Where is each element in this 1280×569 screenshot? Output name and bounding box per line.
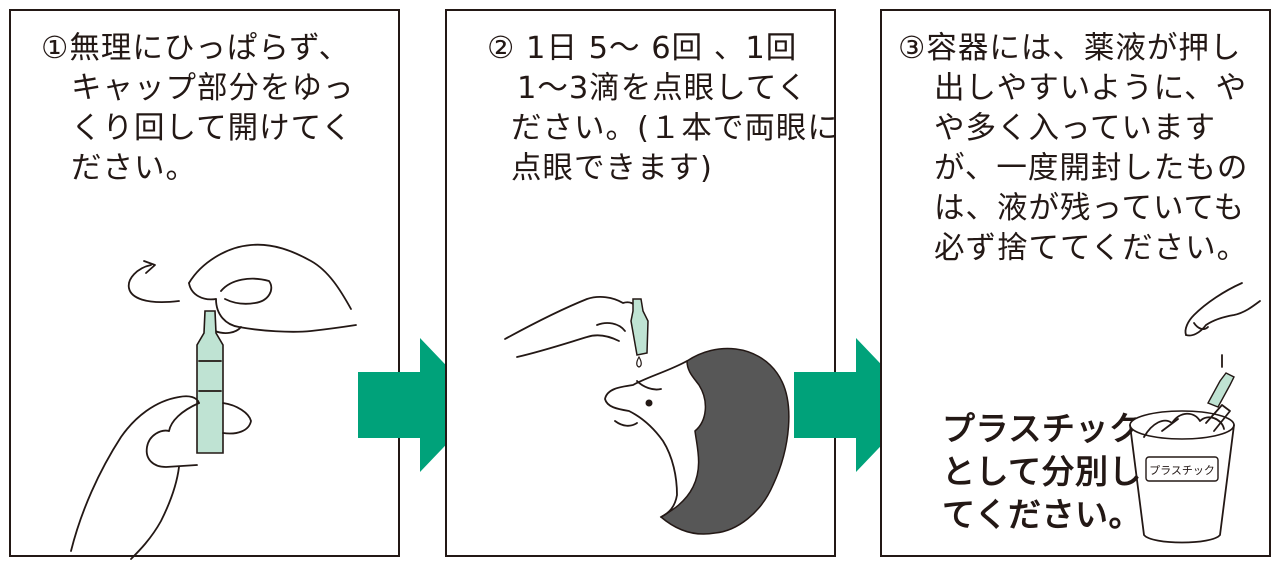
step-2-panel: ② 1日 5～ 6回 、1回 1～3滴を点眼してく ださい。(１本で両眼に 点眼… xyxy=(445,9,836,557)
step-2-line: ださい。(１本で両眼に xyxy=(467,109,839,149)
hands-opening-vial-illustration xyxy=(11,221,402,559)
step-3-line: や多く入っています xyxy=(898,109,1248,149)
step-3-line: が、一度開封したもの xyxy=(898,149,1248,189)
plastic-trash-bin-illustration: プラスチック xyxy=(1122,273,1272,559)
step-1-panel: ①無理にひっぱらず、 キャップ部分をゆっ くり回して開けてく ださい。 xyxy=(9,9,400,557)
bin-label: プラスチック xyxy=(1149,464,1215,477)
person-applying-eye-drops-illustration xyxy=(447,281,838,559)
step-3-line: は、液が残っていても xyxy=(898,189,1248,229)
step-1-line: くり回して開けてく xyxy=(41,109,355,149)
caption-line: てください。 xyxy=(942,493,1142,536)
step-2-line: 1～3滴を点眼してく xyxy=(467,69,839,109)
step-1-line: ①無理にひっぱらず、 xyxy=(41,29,355,69)
step-3-line: 出しやすいように、や xyxy=(898,69,1248,109)
step-1-line: キャップ部分をゆっ xyxy=(41,69,355,109)
step-2-text: ② 1日 5～ 6回 、1回 1～3滴を点眼してく ださい。(１本で両眼に 点眼… xyxy=(467,29,839,189)
step-3-line: ③容器には、薬液が押し xyxy=(898,29,1248,69)
step-1-line: ださい。 xyxy=(41,149,355,189)
step-1-text: ①無理にひっぱらず、 キャップ部分をゆっ くり回して開けてく ださい。 xyxy=(41,29,355,189)
caption-line: プラスチック xyxy=(942,407,1142,450)
step-3-line: 必ず捨ててください。 xyxy=(898,229,1248,269)
step-3-text: ③容器には、薬液が押し 出しやすいように、や や多く入っています が、一度開封し… xyxy=(898,29,1248,269)
step-2-line: ② 1日 5～ 6回 、1回 xyxy=(467,29,839,69)
caption-line: として分別し xyxy=(942,450,1142,493)
plastic-disposal-caption: プラスチック として分別し てください。 xyxy=(942,407,1142,536)
step-3-panel: ③容器には、薬液が押し 出しやすいように、や や多く入っています が、一度開封し… xyxy=(880,9,1271,557)
step-2-line: 点眼できます) xyxy=(467,149,839,189)
